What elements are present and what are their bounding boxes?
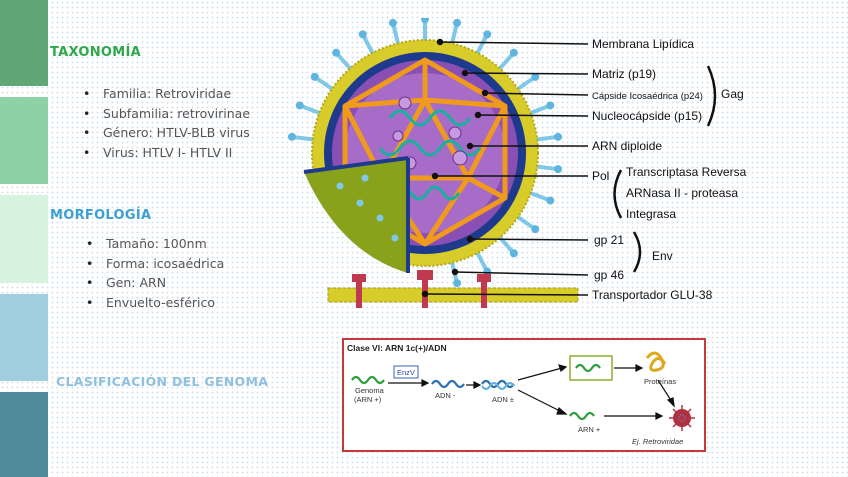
spike-head: [554, 165, 563, 174]
spike-head: [358, 30, 367, 39]
rt-label: Transcriptasa Reversa: [626, 165, 747, 179]
spike-head: [554, 132, 563, 141]
enzyme-label: EnzV: [397, 368, 415, 377]
brackets: [613, 65, 717, 273]
icosahedral-capsid: [342, 57, 508, 247]
rna-plus-label: ARN +: [578, 425, 601, 434]
list-item: Tamaño: 100nm: [86, 234, 224, 254]
morphology-list: Tamaño: 100nm Forma: icosaédrica Gen: AR…: [86, 234, 224, 312]
nucleic-acid-waves: [351, 375, 595, 421]
list-item: Virus: HTLV I- HTLV II: [83, 143, 250, 163]
cutaway-spike: [356, 199, 364, 207]
glu-transporters: [352, 270, 491, 308]
rna-label: ARN diploide: [592, 139, 662, 153]
morphology-heading: MORFOLOGÍA: [50, 208, 152, 223]
diagram-frame: [342, 338, 706, 452]
capsid-label: Cápside Icosaédrica (p24): [592, 91, 703, 102]
list-item: Subfamilia: retrovirinae: [83, 104, 250, 124]
pointer-line: [464, 72, 589, 75]
spike-head: [453, 279, 462, 288]
spike-head: [546, 196, 555, 205]
pol-label: Pol: [592, 169, 609, 183]
pointer-dot: [421, 290, 429, 298]
spike-head: [295, 101, 304, 110]
list-item: Familia: Retroviridae: [83, 84, 250, 104]
proteins-label: Proteínas: [644, 377, 676, 386]
dna-pm-label: ADN ±: [492, 395, 514, 404]
spike-glycoproteins: [287, 18, 563, 288]
spike-head: [509, 48, 518, 57]
spike-head: [483, 30, 492, 39]
list-item: Envuelto-esférico: [86, 293, 224, 313]
accent-band-5: [0, 392, 48, 477]
gag-label: Gag: [721, 87, 744, 101]
spike-head: [388, 18, 397, 27]
pointer-line: [454, 271, 589, 276]
list-item: Forma: icosaédrica: [86, 254, 224, 274]
spike-head: [421, 18, 429, 23]
spike-head: [332, 48, 341, 57]
cutaway-spike: [376, 214, 384, 222]
example-label: Ej. Retroviridae: [632, 437, 683, 446]
virus-structure-diagram: Membrana Lipídica Matriz (p19) Cápside I…: [287, 18, 747, 308]
pointer-line: [477, 114, 589, 117]
list-item: Género: HTLV-BLB virus: [83, 123, 250, 143]
virion-icon: [669, 405, 695, 431]
cutaway-spike: [361, 174, 369, 182]
gp46-label: gp 46: [594, 268, 624, 282]
cutaway-spike: [336, 182, 344, 190]
spike-head: [509, 249, 518, 258]
genome-label-2: (ARN +): [354, 395, 382, 404]
spike-head: [531, 225, 540, 234]
accent-band-3: [0, 195, 48, 283]
pointer-dot: [481, 89, 489, 97]
genome-classification-heading: CLASIFICACIÓN DEL GENOMA: [56, 374, 269, 389]
envelope-cutaway: [304, 158, 408, 273]
pointer-dot: [466, 235, 474, 243]
spike-head: [287, 132, 296, 141]
pointer-line: [439, 41, 589, 45]
spike-head: [546, 101, 555, 110]
spike-head: [310, 72, 319, 81]
accent-band-4: [0, 294, 48, 381]
class-title: Clase VI: ARN 1c(+)/ADN: [347, 343, 447, 353]
list-item: Gen: ARN: [86, 273, 224, 293]
pointer-dot: [431, 172, 439, 180]
pointer-dot: [461, 69, 469, 77]
matrix-label: Matriz (p19): [592, 67, 656, 81]
spike-head: [483, 267, 492, 276]
proteins-icon: [645, 351, 667, 372]
genome-label: Genoma: [355, 386, 385, 395]
cutaway-spike: [391, 234, 399, 242]
pointer-dot: [451, 268, 459, 276]
pointer-dot: [474, 111, 482, 119]
taxonomy-list: Familia: Retroviridae Subfamilia: retrov…: [83, 84, 250, 162]
transporter-label: Transportador GLU-38: [592, 288, 713, 302]
integrase-label: Integrasa: [626, 207, 676, 221]
pointer-dot: [466, 142, 474, 150]
dna-minus-label: ADN -: [435, 391, 456, 400]
pointer-line: [469, 238, 589, 241]
pointer-line: [424, 293, 589, 296]
spike-head: [531, 72, 540, 81]
pointer-line: [484, 92, 589, 96]
pointer-lines: [421, 38, 589, 298]
cell-membrane: [328, 288, 578, 302]
pointer-dot: [436, 38, 444, 46]
taxonomy-heading: TAXONOMÍA: [50, 45, 141, 60]
membrane-label: Membrana Lipídica: [592, 37, 694, 51]
enzyme-box: [393, 365, 419, 379]
nucleocapsid-label: Nucleocápside (p15): [592, 109, 702, 123]
genome-class-diagram: Clase VI: ARN 1c(+)/ADN Genoma (ARN +) E…: [342, 338, 706, 452]
rnase-label: ARNasa II - proteasa: [626, 186, 738, 200]
env-label: Env: [652, 249, 673, 263]
gp21-label: gp 21: [594, 233, 624, 247]
spike-head: [453, 18, 462, 27]
accent-band-1: [0, 0, 48, 86]
flow-arrows: [388, 364, 675, 420]
accent-band-2: [0, 97, 48, 184]
